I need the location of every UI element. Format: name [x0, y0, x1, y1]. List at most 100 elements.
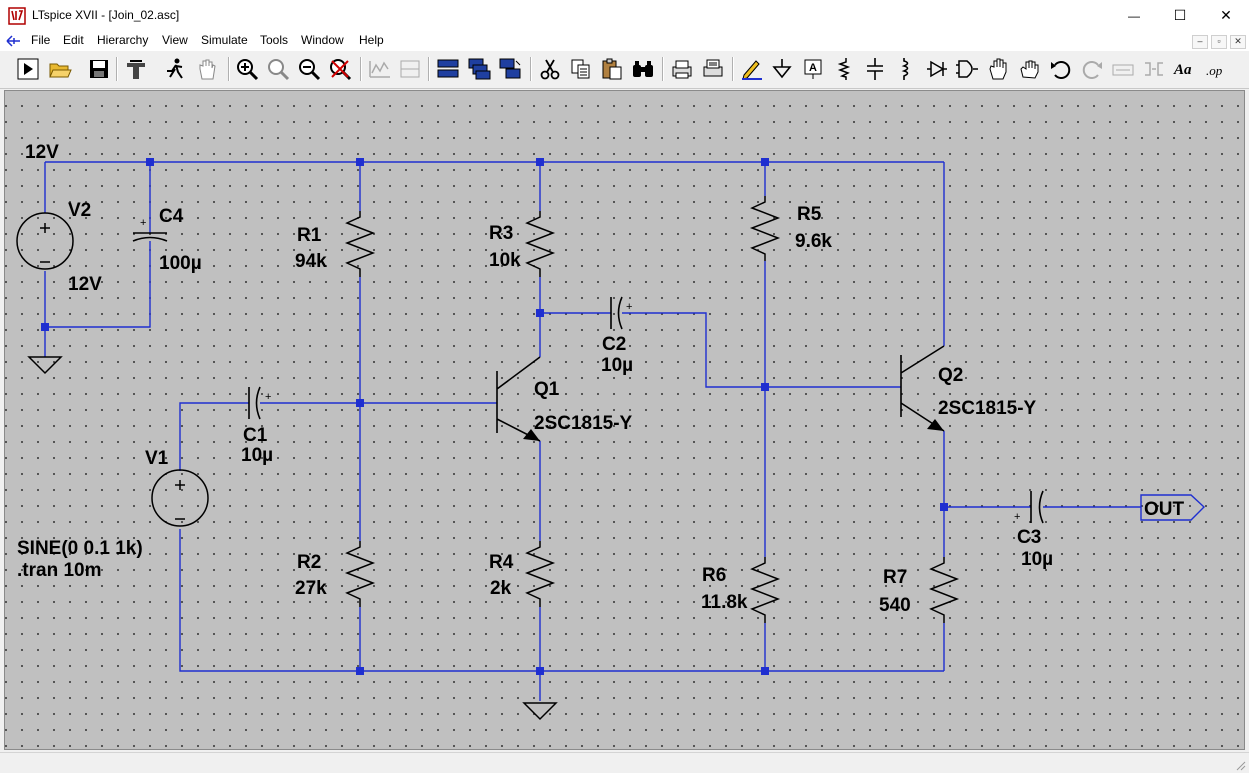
menu-hierarchy[interactable]: Hierarchy — [97, 33, 149, 47]
zoom-out-icon[interactable] — [297, 57, 321, 81]
capacitor-icon[interactable] — [863, 57, 887, 81]
print-setup-icon[interactable] — [670, 57, 694, 81]
mdi-minimize-button[interactable]: – — [1192, 35, 1208, 49]
c3-symbol — [1030, 490, 1044, 524]
menu-simulate[interactable]: Simulate — [201, 33, 248, 47]
mirror-icon[interactable] — [1142, 57, 1166, 81]
r5-value[interactable]: 9.6k — [795, 231, 832, 252]
q2-name[interactable]: Q2 — [938, 365, 963, 386]
run-icon[interactable] — [16, 57, 40, 81]
menu-edit[interactable]: Edit — [63, 33, 84, 47]
mdi-close-button[interactable]: ✕ — [1230, 35, 1246, 49]
out-net-label[interactable]: OUT — [1144, 499, 1185, 520]
menu-window[interactable]: Window — [301, 33, 344, 47]
spice-directive[interactable]: .tran 10m — [17, 560, 101, 581]
r4-name[interactable]: R4 — [489, 552, 514, 573]
draw-wire-icon[interactable] — [740, 57, 764, 81]
r6-name[interactable]: R6 — [702, 565, 726, 586]
c3-name[interactable]: C3 — [1017, 527, 1041, 548]
menu-view[interactable]: View — [162, 33, 188, 47]
schematic-drawing: + + + + — [16, 142, 1206, 721]
zoom-rubber-icon[interactable] — [266, 57, 290, 81]
status-bar — [0, 752, 1249, 773]
v2-symbol — [16, 212, 74, 270]
rotate-icon[interactable] — [1111, 57, 1135, 81]
c1-value[interactable]: 10µ — [241, 445, 273, 466]
cascade-icon[interactable] — [436, 57, 460, 81]
cut-icon[interactable] — [538, 57, 562, 81]
c3-value[interactable]: 10µ — [1021, 549, 1053, 570]
pan-icon[interactable] — [195, 57, 219, 81]
r7-name[interactable]: R7 — [883, 567, 907, 588]
find-icon[interactable] — [631, 57, 655, 81]
drag-icon[interactable] — [1018, 57, 1042, 81]
ltspice-app-icon[interactable] — [8, 7, 26, 25]
ground-main — [522, 702, 558, 721]
menu-tools[interactable]: Tools — [260, 33, 289, 47]
windows-arrange-icon[interactable] — [498, 57, 522, 81]
v1-name[interactable]: V1 — [145, 448, 169, 469]
c2-value[interactable]: 10µ — [601, 355, 633, 376]
copy-icon[interactable] — [569, 57, 593, 81]
diode-icon[interactable] — [925, 57, 949, 81]
q1-emitter-arrow — [523, 429, 540, 441]
c2-name[interactable]: C2 — [602, 334, 626, 355]
tile-windows-icon[interactable] — [467, 57, 491, 81]
r7-value[interactable]: 540 — [879, 595, 911, 616]
zoom-in-icon[interactable] — [235, 57, 259, 81]
schematic-canvas[interactable]: + + + + — [4, 90, 1245, 750]
wire-v2 — [44, 162, 151, 357]
menu-file[interactable]: File — [31, 33, 51, 47]
ground-icon[interactable] — [770, 57, 794, 81]
redo-icon[interactable] — [1080, 57, 1104, 81]
r5-name[interactable]: R5 — [797, 204, 822, 225]
junction-dot — [761, 158, 769, 166]
minimize-button[interactable]: — — [1111, 0, 1157, 31]
label-net-icon[interactable]: A — [801, 57, 825, 81]
menu-help[interactable]: Help — [359, 33, 384, 47]
r2-name[interactable]: R2 — [297, 552, 321, 573]
text-icon[interactable]: Aa — [1174, 62, 1192, 78]
title-bar: LTspice XVII - [Join_02.asc] — ☐ ✕ — [0, 0, 1249, 31]
r3-name[interactable]: R3 — [489, 223, 513, 244]
c1-name[interactable]: C1 — [243, 425, 268, 446]
control-panel-icon[interactable] — [124, 57, 148, 81]
c4-value[interactable]: 100µ — [159, 253, 202, 274]
c4-name[interactable]: C4 — [159, 206, 184, 227]
q1-value[interactable]: 2SC1815-Y — [534, 413, 633, 434]
v1-value[interactable]: SINE(0 0.1 1k) — [17, 538, 143, 559]
r2-value[interactable]: 27k — [295, 578, 327, 599]
v2-name[interactable]: V2 — [68, 200, 91, 221]
v2-value[interactable]: 12V — [68, 274, 102, 295]
save-icon[interactable] — [87, 57, 111, 81]
autoscale-icon[interactable] — [368, 57, 392, 81]
print-icon[interactable] — [701, 57, 725, 81]
schematic-document-icon[interactable] — [4, 33, 22, 49]
r1-value[interactable]: 94k — [295, 251, 327, 272]
zoom-fit-icon[interactable] — [328, 57, 352, 81]
undo-icon[interactable] — [1049, 57, 1073, 81]
move-icon[interactable] — [987, 57, 1011, 81]
r6-value[interactable]: 11.8k — [701, 592, 748, 613]
paste-icon[interactable] — [600, 57, 624, 81]
r1-name[interactable]: R1 — [297, 225, 322, 246]
maximize-button[interactable]: ☐ — [1157, 0, 1203, 31]
resize-grip-icon[interactable] — [1234, 759, 1246, 771]
inductor-icon[interactable] — [894, 57, 918, 81]
q2-value[interactable]: 2SC1815-Y — [938, 398, 1037, 419]
c2-plus-sign: + — [626, 301, 632, 313]
supply-net-label[interactable]: 12V — [25, 142, 59, 163]
tile-icon[interactable] — [398, 57, 422, 81]
r4-value[interactable]: 2k — [490, 578, 512, 599]
junction-dot — [536, 158, 544, 166]
halt-icon[interactable] — [163, 57, 187, 81]
spice-directive-icon[interactable]: .op — [1206, 63, 1223, 78]
resistor-icon[interactable] — [832, 57, 856, 81]
close-icon: ✕ — [1220, 7, 1232, 23]
q1-name[interactable]: Q1 — [534, 379, 560, 400]
component-icon[interactable] — [955, 57, 979, 81]
close-button[interactable]: ✕ — [1203, 0, 1249, 31]
open-icon[interactable] — [48, 57, 72, 81]
mdi-restore-button[interactable]: ▫ — [1211, 35, 1227, 49]
r3-value[interactable]: 10k — [489, 250, 521, 271]
